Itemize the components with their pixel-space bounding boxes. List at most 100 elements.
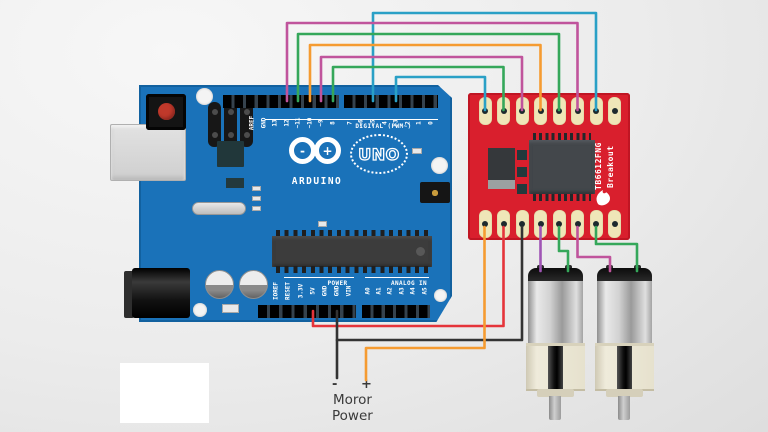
- pin-label-11: ~11: [294, 117, 302, 129]
- motor-power-minus: -: [332, 377, 338, 392]
- pin-label-a2: A2: [386, 287, 394, 295]
- pin-label-12: 12: [283, 119, 291, 127]
- pin-label-5: ~5: [369, 119, 377, 127]
- pin-label-6: ~6: [357, 119, 365, 127]
- pin-label-7: 7: [346, 121, 354, 125]
- silk-rule: [365, 277, 429, 278]
- motor-body: [597, 281, 652, 345]
- breakout-pad-top-1: [478, 97, 492, 125]
- arduino-logo-icon: +: [314, 137, 341, 164]
- watermark-box: [120, 363, 209, 423]
- mounting-hole: [193, 303, 207, 317]
- silk-rule: [284, 277, 354, 278]
- ic-pins: [276, 266, 429, 273]
- pin-label-a1: A1: [375, 287, 383, 295]
- smd-component: [517, 184, 527, 194]
- motor-base: [606, 389, 643, 397]
- pin-label-gnd: GND: [321, 285, 329, 297]
- dc-gear-motor-2: [595, 265, 654, 420]
- pin-label-0: 0: [427, 121, 435, 125]
- motor-body: [528, 281, 583, 345]
- pin-label-reset: RESET: [284, 281, 292, 301]
- mounting-hole: [434, 289, 447, 302]
- breakout-pad-top-6: [571, 97, 584, 125]
- uno-badge: UNO: [350, 134, 408, 174]
- pin-label-gnd: GND: [333, 285, 341, 297]
- breakout-pad-bottom-6: [571, 210, 584, 238]
- mounting-hole: [196, 88, 213, 105]
- capacitor: [205, 270, 234, 299]
- pin-label-vin: VIN: [345, 285, 353, 297]
- pin-label-4: 4: [381, 121, 389, 125]
- pin-label-8: 8: [329, 121, 337, 125]
- pin-label-gnd: GND: [260, 117, 268, 129]
- power-jack: [132, 268, 190, 318]
- smd-component: [252, 186, 261, 191]
- capacitor: [239, 270, 268, 299]
- icsp-header-pin: [208, 102, 221, 147]
- pin-label-2: 2: [404, 121, 412, 125]
- breakout-pad-bottom-4: [534, 210, 547, 238]
- arduino-wordmark: ARDUINO: [291, 176, 343, 187]
- pin-label-9: ~9: [317, 119, 325, 127]
- mounting-hole: [431, 157, 448, 174]
- motor-gearbox: [595, 343, 654, 391]
- motor-power-label-line2: Power: [332, 408, 373, 424]
- pin-label-5v: 5V: [309, 287, 317, 295]
- breakout-pad-bottom-5: [552, 210, 566, 238]
- pin-label-a0: A0: [364, 287, 372, 295]
- breakout-pad-top-3: [515, 97, 529, 125]
- pin-label-a3: A3: [398, 287, 406, 295]
- motor-power-label-line1: Moror: [333, 392, 372, 408]
- breakout-pad-bottom-3: [515, 210, 529, 238]
- silk-rule: [265, 119, 438, 120]
- dc-gear-motor-1: [526, 265, 585, 420]
- analog-header: [362, 305, 430, 318]
- motor-shaft: [549, 396, 561, 420]
- breakout-pad-bottom-1: [478, 210, 492, 238]
- analog-header-label: ANALOG IN: [390, 280, 428, 287]
- pin-label-1: 1: [415, 121, 423, 125]
- smd-component: [318, 221, 327, 227]
- breakout-pad-top-5: [552, 97, 566, 125]
- pin-label-aref: AREF: [248, 115, 256, 131]
- digital-header-label: DIGITAL (PWM~): [355, 123, 412, 130]
- breakout-pad-bottom-8: [608, 210, 621, 238]
- logo-minus: -: [300, 143, 305, 158]
- ic-pins: [533, 194, 591, 201]
- ic-pins: [533, 133, 591, 140]
- pin-label-a5: A5: [421, 287, 429, 295]
- smd-component: [517, 150, 527, 160]
- breakout-pad-bottom-2: [497, 210, 510, 238]
- arduino-logo-icon: -: [289, 137, 316, 164]
- motor-power-plus: +: [361, 377, 372, 392]
- pin-label-ioref: IOREF: [272, 281, 280, 301]
- breakout-pad-top-4: [534, 97, 547, 125]
- atmega-ic: [272, 236, 432, 267]
- smd-component: [252, 206, 261, 211]
- breakout-pad-bottom-7: [589, 210, 603, 238]
- icsp-header-pin: [224, 102, 237, 147]
- smd-component: [226, 178, 244, 188]
- motor-gear-stripe: [617, 346, 632, 389]
- breakout-pad-top-2: [497, 97, 510, 125]
- icsp-header-pin: [240, 102, 253, 147]
- pin-label-13: 13: [271, 119, 279, 127]
- smd-ic: [217, 141, 244, 167]
- smd-component: [517, 167, 527, 177]
- pin-label-10: ~10: [306, 117, 314, 129]
- motor-gear-stripe: [548, 346, 563, 389]
- breakout-pad-top-7: [589, 97, 603, 125]
- digital-header-right: [344, 95, 438, 108]
- breakout-capacitor-band: [488, 180, 515, 189]
- reset-button-cap: [158, 103, 175, 120]
- crystal-oscillator: [192, 202, 246, 215]
- icsp-header-2: [420, 182, 450, 203]
- logo-plus: +: [322, 143, 333, 158]
- pin-label-33v: 3.3V: [297, 283, 305, 299]
- pin-label-a4: A4: [409, 287, 417, 295]
- ic-dot: [416, 247, 425, 256]
- smd-component: [412, 148, 422, 154]
- pin-label-3: ~3: [392, 119, 400, 127]
